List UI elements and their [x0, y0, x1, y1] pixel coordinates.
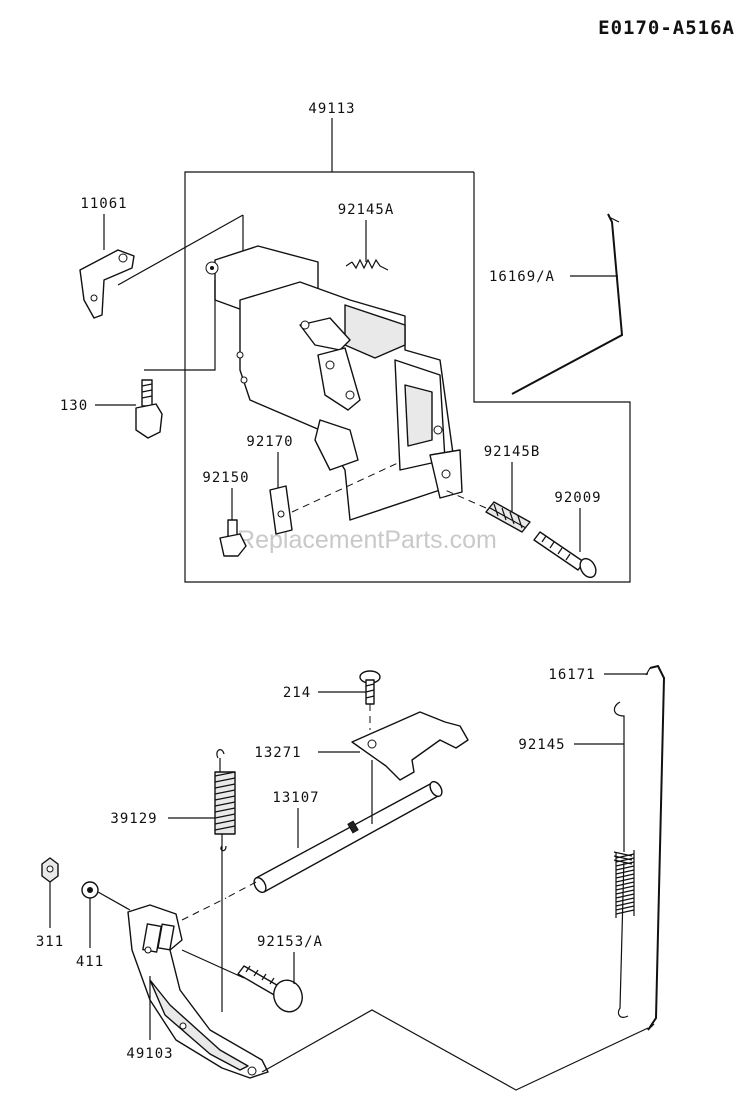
label-92170: 92170: [246, 434, 293, 450]
spring-92145A: [345, 258, 389, 271]
washer-411: [81, 881, 99, 899]
link-92170: [269, 485, 293, 535]
label-92153A: 92153/A: [257, 934, 323, 950]
label-130: 130: [60, 398, 88, 414]
spring-39129: [214, 749, 236, 852]
part-labels: 49113 11061 92145A 16169/A 130 92170 921…: [36, 101, 601, 1062]
lever-49103: [127, 904, 269, 1079]
label-214: 214: [283, 685, 311, 701]
label-13107: 13107: [272, 790, 319, 806]
rod-16171: [645, 664, 666, 1031]
lower-assembly: [41, 664, 666, 1091]
label-311: 311: [36, 934, 64, 950]
label-11061: 11061: [80, 196, 127, 212]
label-39129: 39129: [110, 811, 157, 827]
label-49103: 49103: [126, 1046, 173, 1062]
label-16171: 16171: [548, 667, 595, 683]
linkage-route: [261, 1009, 649, 1091]
bolt-130: [135, 379, 163, 439]
shaft-13107: [253, 780, 443, 894]
upper-assembly: [79, 118, 631, 583]
bolt-92153A: [237, 965, 303, 1013]
label-49113: 49113: [308, 101, 355, 117]
label-16169A: 16169/A: [489, 269, 555, 285]
rod-16169A: [511, 213, 624, 395]
bracket-11061: [79, 249, 135, 319]
guide-11061: [117, 214, 244, 286]
plate-13271: [351, 711, 469, 781]
label-92145A: 92145A: [338, 202, 395, 218]
spring-92145B: [485, 501, 531, 533]
label-411: 411: [76, 954, 104, 970]
label-13271: 13271: [254, 745, 301, 761]
label-92009: 92009: [554, 490, 601, 506]
watermark: eReplacementParts.com: [223, 526, 497, 554]
label-92145B: 92145B: [484, 444, 541, 460]
label-92150: 92150: [202, 470, 249, 486]
spring-92145: [613, 701, 635, 1018]
label-92145: 92145: [518, 737, 565, 753]
screw-92009: [533, 531, 597, 579]
diagram-code: E0170-A516A: [598, 17, 735, 39]
screw-214: [359, 670, 381, 705]
assembly-boundary-49113: [184, 171, 631, 583]
guide-130: [144, 280, 216, 371]
nut-311: [41, 857, 59, 883]
governor-plate-49113: [205, 245, 463, 521]
